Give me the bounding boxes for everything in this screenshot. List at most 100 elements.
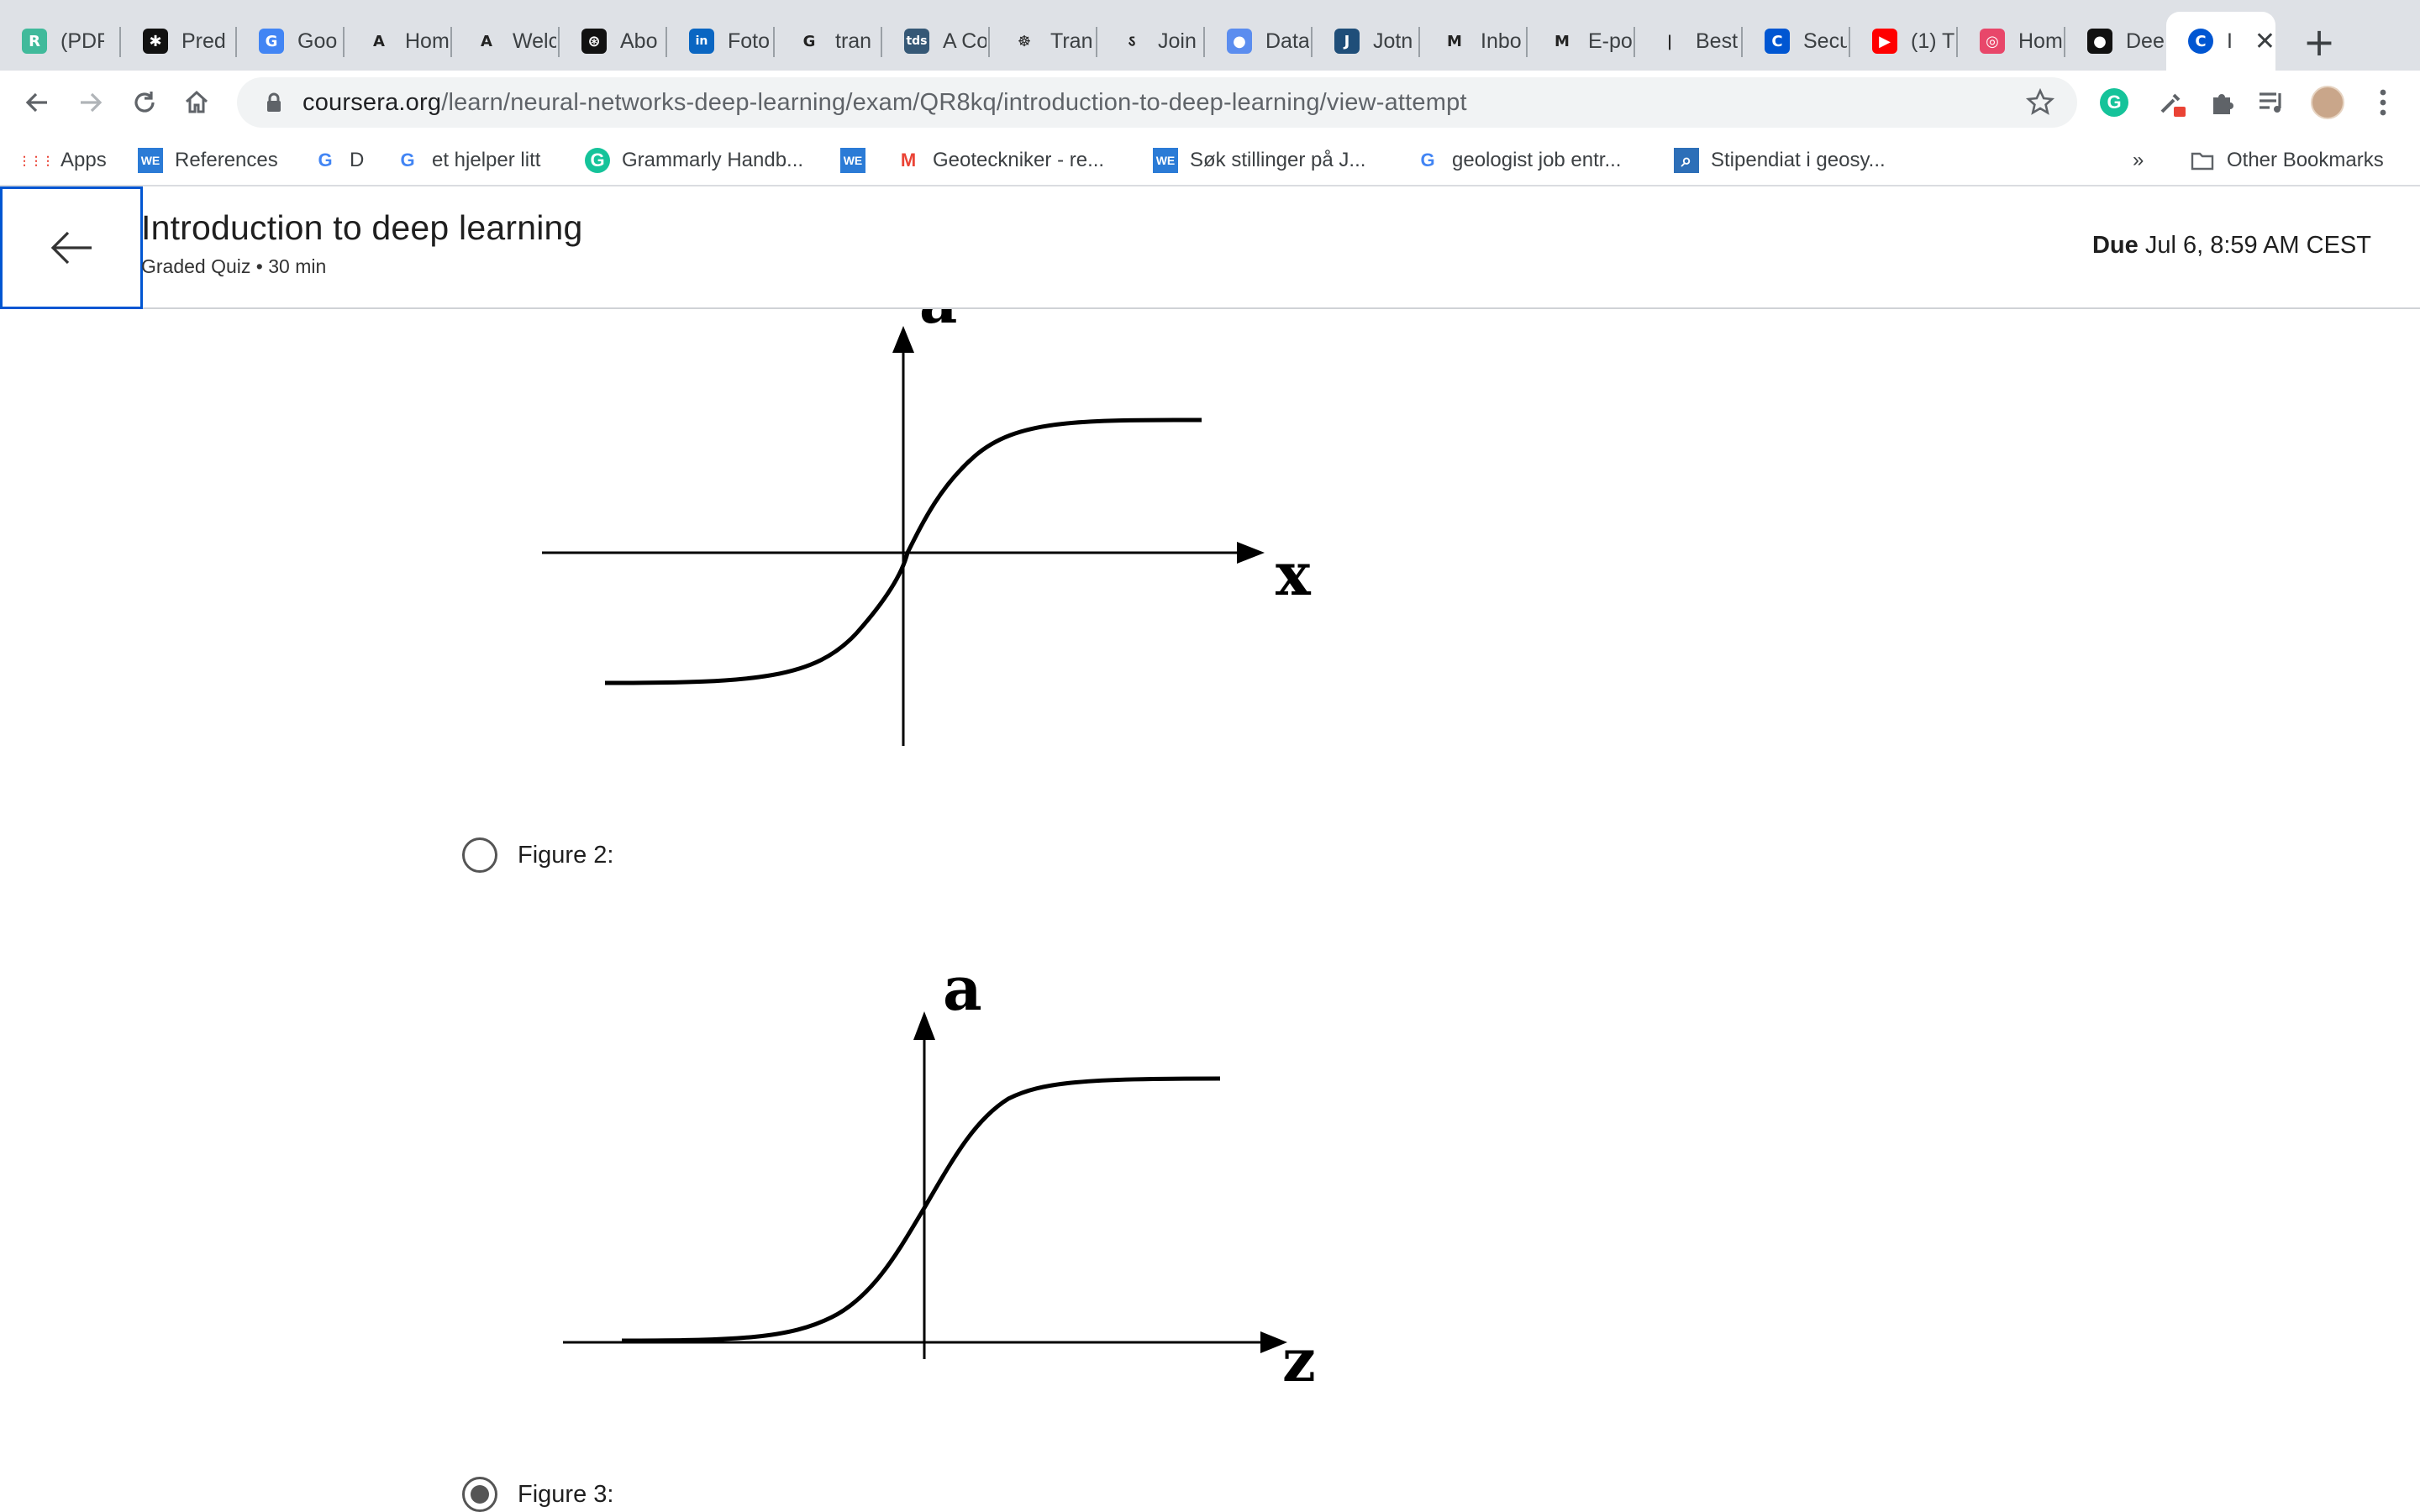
tab-title: tran xyxy=(835,29,872,53)
coursera-icon: C xyxy=(2188,29,2213,54)
quiz-content: a x Figure 2: a z Figure 3: xyxy=(0,309,2420,1512)
back-arrow-icon[interactable] xyxy=(15,81,59,124)
due-value: Jul 6, 8:59 AM CEST xyxy=(2138,232,2371,259)
tab-title: Secu xyxy=(1803,29,1847,53)
back-button[interactable] xyxy=(0,186,143,309)
tab-19[interactable]: ◎Hom xyxy=(1958,12,2065,71)
tab-20[interactable]: ●Dee xyxy=(2065,12,2173,71)
tab-title: I xyxy=(2227,29,2233,53)
kebab-menu-icon[interactable] xyxy=(2365,84,2402,121)
url-path: /learn/neural-networks-deep-learning/exa… xyxy=(441,88,1467,116)
y-axis-arrowhead xyxy=(892,326,914,353)
we-icon: WE xyxy=(138,148,163,173)
radio-button-selected[interactable] xyxy=(462,1477,497,1512)
bookmark-label: References xyxy=(175,149,278,171)
bookmark-label: Apps xyxy=(60,149,107,171)
close-icon[interactable]: ✕ xyxy=(2254,26,2275,56)
tab-12[interactable]: ●Data xyxy=(1205,12,1313,71)
gear-logo-icon: ✱ xyxy=(143,29,168,54)
bars-icon: | xyxy=(1666,32,1673,50)
tab-16[interactable]: | Best xyxy=(1635,12,1743,71)
reload-icon[interactable] xyxy=(123,81,166,124)
tab-separator xyxy=(119,27,121,57)
tab-1[interactable]: R(PDF xyxy=(0,12,108,71)
tab-title: Abo xyxy=(620,29,658,53)
we-icon: WE xyxy=(1153,148,1178,173)
tab-separator xyxy=(2064,27,2065,57)
tab-active[interactable]: C I ✕ xyxy=(2166,12,2275,71)
option-label: Figure 2: xyxy=(518,841,614,869)
eyedropper-extension-icon[interactable] xyxy=(2153,84,2190,121)
gmail-icon: M xyxy=(1447,32,1462,50)
page-subtitle: Graded Quiz • 30 min xyxy=(141,255,327,277)
google-icon: G xyxy=(802,32,816,50)
radio-button[interactable] xyxy=(462,837,497,873)
new-tab-button[interactable]: + xyxy=(2302,19,2336,65)
bookmark-star-icon[interactable] xyxy=(2025,87,2055,118)
grammarly-icon[interactable]: G xyxy=(2096,84,2133,121)
bookmarks-overflow-button[interactable]: » xyxy=(2133,144,2144,176)
answer-option-figure-2[interactable]: Figure 2: xyxy=(462,837,613,873)
bookmark-label: et hjelper litt xyxy=(432,149,541,171)
tab-title: Pred xyxy=(182,29,225,53)
researchgate-icon: R xyxy=(22,29,47,54)
url-text: coursera.org/learn/neural-networks-deep-… xyxy=(302,89,1467,117)
google-icon: G xyxy=(318,150,333,171)
bookmark-item[interactable]: ⌕Stipendiat i geosy... xyxy=(1674,144,1886,176)
linkedin-icon: in xyxy=(689,29,714,54)
bookmark-item[interactable]: M Geoteckniker - re... xyxy=(896,144,1104,176)
tab-title: A Co xyxy=(943,29,986,53)
bookmark-label: Geoteckniker - re... xyxy=(933,149,1105,171)
bookmark-item[interactable]: WE xyxy=(840,144,865,176)
other-bookmarks-folder[interactable]: Other Bookmarks xyxy=(2190,144,2384,176)
tab-separator xyxy=(1311,27,1313,57)
forward-arrow-icon[interactable] xyxy=(69,81,113,124)
huggingface-icon: ☸ xyxy=(1017,32,1032,50)
avatar[interactable] xyxy=(2309,84,2346,121)
answer-option-figure-3[interactable]: Figure 3: xyxy=(462,1477,613,1512)
media-queue-icon[interactable] xyxy=(2254,84,2291,121)
tab-17[interactable]: C Secu xyxy=(1743,12,1850,71)
bookmark-item[interactable]: ⋮⋮⋮Apps xyxy=(18,144,107,176)
lock-icon xyxy=(267,92,281,112)
tab-separator xyxy=(1418,27,1420,57)
bookmark-item[interactable]: WE References xyxy=(138,144,278,176)
tab-title: E-po xyxy=(1588,29,1632,53)
tab-10[interactable]: ☸Tran xyxy=(990,12,1097,71)
s-logo-icon: ऽ xyxy=(1128,33,1136,50)
arrow-left-icon xyxy=(50,231,92,265)
address-bar[interactable]: coursera.org/learn/neural-networks-deep-… xyxy=(237,77,2077,128)
home-icon[interactable] xyxy=(175,81,218,124)
y-axis-arrowhead xyxy=(913,1011,935,1040)
tab-separator xyxy=(666,27,667,57)
browser-toolbar: coursera.org/learn/neural-networks-deep-… xyxy=(0,71,2420,134)
tab-6[interactable]: ⊛Abo xyxy=(560,12,667,71)
letter-j-icon: J xyxy=(1334,29,1360,54)
tab-18[interactable]: ▶(1) T xyxy=(1850,12,1958,71)
puzzle-extensions-icon[interactable] xyxy=(2203,84,2240,121)
bookmark-label: Grammarly Handb... xyxy=(622,149,804,171)
bookmarks-overflow-label: » xyxy=(2133,149,2144,171)
folder-icon xyxy=(2191,152,2214,171)
target-icon: ◎ xyxy=(1980,29,2005,54)
tab-title: Best xyxy=(1696,29,1739,53)
gmail-icon: M xyxy=(900,150,917,171)
coursera-icon: C xyxy=(1765,29,1790,54)
activation-curve xyxy=(621,1076,1221,1343)
tab-2[interactable]: ✱ Pred xyxy=(121,12,229,71)
